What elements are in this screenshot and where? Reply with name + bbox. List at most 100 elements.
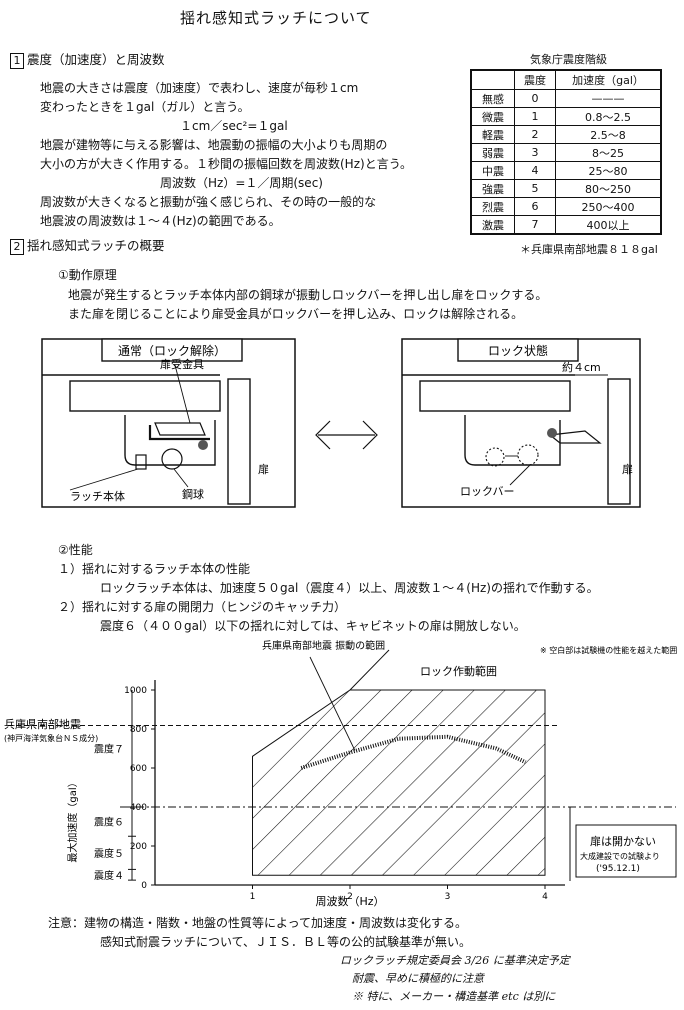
shindo-band-label: 震度５ xyxy=(94,847,124,860)
table-cell: 3 xyxy=(514,143,556,162)
table-cell: 80～250 xyxy=(555,179,662,198)
table-cell: 0 xyxy=(514,89,556,108)
label-door-left: 扉 xyxy=(258,463,269,476)
s1-line-3: 地震が建物等に与える影響は、地震動の振幅の大小よりも周期の xyxy=(40,138,388,152)
notes-text-1: 建物の構造・階数・地盤の性質等によって加速度・周波数は変化する。 xyxy=(84,916,468,930)
s1-line-6: 周波数が大きくなると振動が強く感じられ、その時の一般的な xyxy=(40,195,377,209)
s2-sub1: ①動作原理 xyxy=(58,268,117,282)
table-cell: 軽震 xyxy=(470,125,515,144)
notes-line-1: 注意：建物の構造・階数・地盤の性質等によって加速度・周波数は変化する。 xyxy=(48,915,467,931)
table-cell: 強震 xyxy=(470,179,515,198)
shindo-band-label: 震度７ xyxy=(94,743,124,756)
section2-number: 2 xyxy=(10,238,24,255)
latch-diagrams: 通常（ロック解除） 扉受金具 ラッチ本体 鋼球 扉 ロック状態 xyxy=(41,338,641,508)
handwritten-note-2: 耐震、早めに積極的に注意 xyxy=(352,972,484,985)
page-title: 揺れ感知式ラッチについて xyxy=(180,9,372,27)
table-cell: 400以上 xyxy=(555,215,662,235)
s1-formula-2: 周波数（Hz）=１／周期(sec) xyxy=(160,176,323,190)
label-door-right: 扉 xyxy=(622,463,633,476)
handwritten-note-1: ロックラッチ規定委員会 3/26 に基準決定予定 xyxy=(340,954,570,967)
label-steel-ball: 鋼球 xyxy=(182,487,204,501)
s1-line-4: 大小の方が大きく作用する。１秒間の振幅回数を周波数(Hz)と言う。 xyxy=(40,157,412,171)
kobe-range-label: 兵庫県南部地震 振動の範囲 xyxy=(262,639,385,652)
y-tick-label: 0 xyxy=(141,881,147,891)
table-cell: 8～25 xyxy=(555,143,662,162)
table-header-row: 震度 加速度（gal） xyxy=(470,69,662,90)
section2-title: 揺れ感知式ラッチの概要 xyxy=(27,238,165,253)
lock-range-area xyxy=(252,689,546,876)
kobe-leader xyxy=(309,656,356,751)
s1-line-0: 地震の大きさは震度（加速度）で表わし、速度が毎秒１cm xyxy=(40,81,359,95)
y-tick-label: 800 xyxy=(130,725,147,735)
s1-line-7: 地震波の周波数は１～４(Hz)の範囲である。 xyxy=(40,214,281,228)
section1-number: 1 xyxy=(10,52,24,69)
door-note: 扉は開かない xyxy=(590,835,656,848)
diagram-normal: 通常（ロック解除） 扉受金具 ラッチ本体 鋼球 扉 xyxy=(41,338,296,508)
door-note-sub: 大成建設での試験より xyxy=(580,851,660,861)
s2-sub1-line-1: また扉を閉じることにより扉受金具がロックバーを押し込み、ロックは解除される。 xyxy=(68,307,524,321)
s1-line-1: 変わったときを１gal（ガル）と言う。 xyxy=(40,100,250,114)
jma-table-title: 気象庁震度階級 xyxy=(530,53,607,66)
label-dimension: 約４cm xyxy=(562,360,601,374)
notes-prefix: 注意： xyxy=(48,916,85,930)
perf-line-0: １）揺れに対するラッチ本体の性能 xyxy=(58,562,251,576)
table-cell: 6 xyxy=(514,197,556,216)
table-cell: 7 xyxy=(514,215,556,235)
x-tick-label: 4 xyxy=(542,892,548,902)
table-cell: 微震 xyxy=(470,107,515,126)
double-arrow-icon xyxy=(315,420,378,450)
lock-range-extension xyxy=(349,649,390,691)
table-cell: 弱震 xyxy=(470,143,515,162)
section1-title: 震度（加速度）と周波数 xyxy=(27,52,165,67)
jma-table-note: ＊兵庫県南部地震８１８gal xyxy=(520,243,658,256)
perf-line-3: 震度６（４００gal）以下の揺れに対しては、キャビネットの扉は開放しない。 xyxy=(100,619,526,633)
perf-line-2: ２）揺れに対する扉の開閉力（ヒンジのキャッチ力） xyxy=(58,600,347,614)
notes-line-2: 感知式耐震ラッチについて、ＪＩＳ．ＢＬ等の公的試験基準が無い。 xyxy=(100,935,472,949)
table-cell: 無感 xyxy=(470,89,515,108)
table-cell: 5 xyxy=(514,179,556,198)
top-right-note: ※ 空白部は試験機の性能を越えた範囲 xyxy=(540,645,677,655)
perf-line-1: ロックラッチ本体は、加速度５０gal（震度４）以上、周波数１～４(Hz)の揺れで… xyxy=(100,581,599,595)
diagram-locked: ロック状態 約４cm ロックバー 扉 xyxy=(401,338,641,508)
s1-formula-1: １cm／sec²=１gal xyxy=(180,119,288,133)
kobe-level-sub: (神戸海洋気象台ＮＳ成分) xyxy=(4,733,98,743)
table-cell: 2.5～8 xyxy=(555,125,662,144)
table-header-cell: 加速度（gal） xyxy=(555,69,662,90)
handwritten-note-3: ※ 特に、メーカー・構造基準 etc は別に xyxy=(352,990,556,1003)
table-cell: 0.8～2.5 xyxy=(555,107,662,126)
lock-range-label: ロック作動範囲 xyxy=(420,664,497,678)
shindo-band-label: 震度６ xyxy=(94,816,124,829)
x-tick-label: 2 xyxy=(347,892,353,902)
s2-sub2: ②性能 xyxy=(58,543,93,557)
table-header-cell xyxy=(470,69,515,90)
kobe-curve xyxy=(300,734,527,770)
table-cell: 250～400 xyxy=(555,197,662,216)
label-latch-body: ラッチ本体 xyxy=(70,489,125,503)
x-tick-label: 1 xyxy=(250,892,256,902)
y-tick-label: 600 xyxy=(130,764,147,774)
kobe-level-label: 兵庫県南部地震 xyxy=(4,717,81,731)
y-axis-label: 最大加速度（gal） xyxy=(66,777,79,862)
diagram-locked-title: ロック状態 xyxy=(488,343,548,358)
shindo-band-label: 震度４ xyxy=(94,869,124,882)
table-cell: 中震 xyxy=(470,161,515,180)
diagram-normal-title: 通常（ロック解除） xyxy=(118,343,226,358)
x-tick-label: 3 xyxy=(445,892,451,902)
y-tick-label: 400 xyxy=(130,803,147,813)
table-cell: 烈震 xyxy=(470,197,515,216)
table-cell: 25～80 xyxy=(555,161,662,180)
table-cell: 4 xyxy=(514,161,556,180)
y-tick-label: 1000 xyxy=(124,686,147,696)
table-cell: 激震 xyxy=(470,215,515,235)
label-lock-bar: ロックバー xyxy=(460,485,514,498)
label-bracket: 扉受金具 xyxy=(160,357,204,371)
